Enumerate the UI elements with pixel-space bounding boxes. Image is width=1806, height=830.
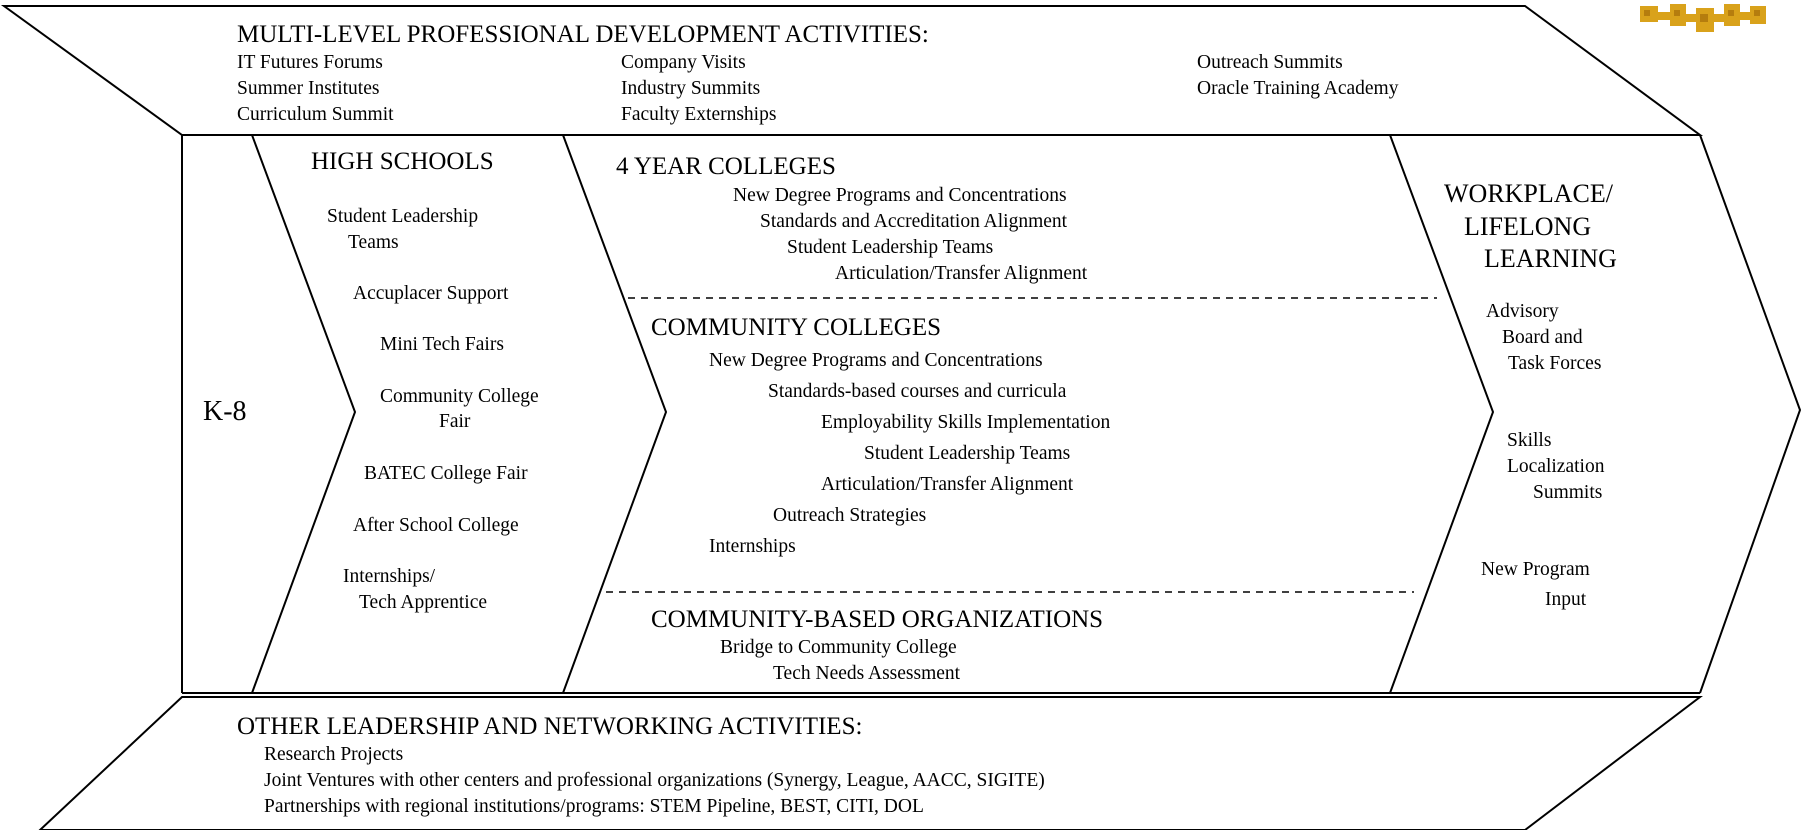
community-college-item: New Degree Programs and Concentrations: [709, 350, 1043, 371]
high-school-item: Mini Tech Fairs: [380, 334, 504, 355]
four-year-item: Student Leadership Teams: [787, 237, 994, 258]
high-school-chevron: [562, 134, 668, 694]
community-colleges-title: COMMUNITY COLLEGES: [651, 314, 942, 341]
high-school-item: Student Leadership: [327, 206, 479, 227]
top-col1-item: IT Futures Forums: [237, 52, 383, 73]
community-college-item: Internships: [709, 536, 796, 557]
top-col1-item: Summer Institutes: [237, 78, 380, 99]
bottom-band-shape: [38, 696, 1703, 830]
k8-chevron: [251, 134, 357, 694]
cbo-item: Tech Needs Assessment: [773, 663, 961, 684]
high-school-item: Community College: [380, 386, 539, 407]
bottom-band-item: Research Projects: [264, 744, 404, 765]
bottom-band-item: Partnerships with regional institutions/…: [264, 796, 924, 817]
four-year-item: Articulation/Transfer Alignment: [835, 263, 1088, 284]
high-school-item: Teams: [348, 232, 399, 253]
community-college-item: Articulation/Transfer Alignment: [821, 474, 1074, 495]
community-college-item: Standards-based courses and curricula: [768, 381, 1067, 402]
high-school-item: Tech Apprentice: [359, 592, 488, 613]
high-school-item: After School College: [353, 515, 519, 536]
top-col2-item: Company Visits: [621, 52, 746, 73]
bottom-band-item: Joint Ventures with other centers and pr…: [264, 770, 1045, 791]
cbo-item: Bridge to Community College: [720, 637, 957, 658]
workplace-title-line: LEARNING: [1484, 244, 1617, 273]
workplace-item: Summits: [1533, 482, 1603, 503]
top-col3-item: Outreach Summits: [1197, 52, 1343, 73]
community-college-item: Employability Skills Implementation: [821, 412, 1111, 433]
high-school-item: Accuplacer Support: [353, 283, 509, 304]
workplace-item: Input: [1545, 589, 1587, 610]
top-col2-item: Faculty Externships: [621, 104, 777, 125]
top-col3-item: Oracle Training Academy: [1197, 78, 1399, 99]
workplace-title-line: WORKPLACE/: [1444, 179, 1613, 208]
workplace-item: Advisory: [1486, 301, 1559, 322]
cbo-title: COMMUNITY-BASED ORGANIZATIONS: [651, 606, 1104, 633]
four-year-title: 4 YEAR COLLEGES: [616, 153, 836, 180]
community-college-item: Outreach Strategies: [773, 505, 927, 526]
workplace-item: Localization: [1507, 456, 1605, 477]
top-col1-item: Curriculum Summit: [237, 104, 394, 125]
four-year-item: Standards and Accreditation Alignment: [760, 211, 1068, 232]
community-college-item: Student Leadership Teams: [864, 443, 1071, 464]
top-band-title: MULTI-LEVEL PROFESSIONAL DEVELOPMENT ACT…: [237, 21, 929, 48]
logo-mark-icon: [1640, 4, 1766, 32]
workplace-item: Task Forces: [1508, 353, 1602, 374]
top-col2-item: Industry Summits: [621, 78, 761, 99]
workplace-item: Skills: [1507, 430, 1552, 451]
workplace-item: New Program: [1481, 559, 1590, 580]
workplace-title-line: LIFELONG: [1464, 212, 1592, 241]
college-chevron: [1389, 134, 1495, 694]
bottom-band-title: OTHER LEADERSHIP AND NETWORKING ACTIVITI…: [237, 713, 863, 740]
high-school-item: BATEC College Fair: [364, 463, 528, 484]
workplace-arrow-shape: [1699, 134, 1802, 694]
four-year-item: New Degree Programs and Concentrations: [733, 185, 1067, 206]
high-schools-title: HIGH SCHOOLS: [311, 148, 494, 175]
workplace-item: Board and: [1502, 327, 1583, 348]
high-school-item: Internships/: [343, 566, 436, 587]
k8-label: K-8: [203, 396, 247, 427]
high-school-item: Fair: [439, 411, 471, 432]
